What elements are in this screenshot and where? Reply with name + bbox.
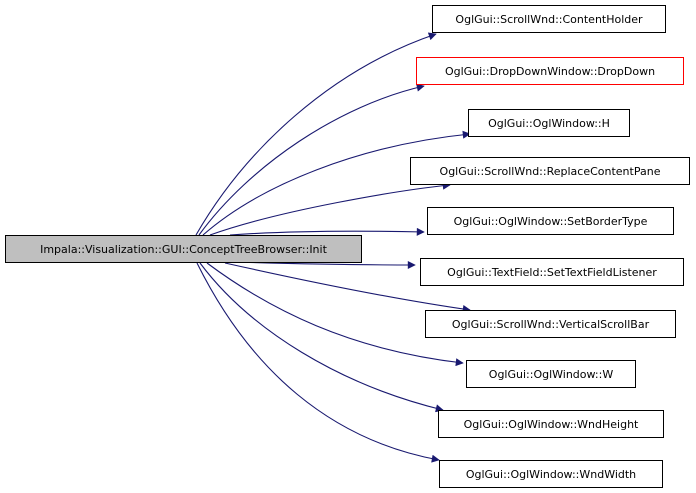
- call-edge-3: [209, 181, 451, 236]
- callee-label: OglGui::ScrollWnd::ContentHolder: [455, 12, 643, 26]
- callee-node-w[interactable]: OglGui::OglWindow::W: [466, 360, 636, 388]
- callee-label: OglGui::OglWindow::SetBorderType: [453, 214, 648, 228]
- call-edge-0: [195, 32, 437, 236]
- call-edge-4: [229, 227, 425, 236]
- callee-label: OglGui::TextField::SetTextFieldListener: [447, 265, 657, 279]
- call-edge-8: [199, 262, 444, 413]
- callee-node-wnd-height[interactable]: OglGui::OglWindow::WndHeight: [438, 410, 664, 438]
- call-edge-1: [198, 83, 425, 236]
- call-edge-2: [202, 130, 471, 236]
- callee-node-drop-down[interactable]: OglGui::DropDownWindow::DropDown: [416, 57, 684, 85]
- root-function-label: Impala::Visualization::GUI::ConceptTreeB…: [40, 242, 327, 256]
- callee-node-replace-content-pane[interactable]: OglGui::ScrollWnd::ReplaceContentPane: [410, 157, 690, 185]
- callee-label: OglGui::OglWindow::H: [488, 116, 610, 130]
- callee-node-set-text-field-listener[interactable]: OglGui::TextField::SetTextFieldListener: [420, 258, 684, 286]
- callee-node-set-border-type[interactable]: OglGui::OglWindow::SetBorderType: [427, 207, 674, 235]
- callee-label: OglGui::DropDownWindow::DropDown: [444, 64, 656, 78]
- callee-label: OglGui::OglWindow::WndWidth: [465, 467, 637, 481]
- call-edge-7: [206, 262, 464, 367]
- call-edge-6: [224, 262, 471, 313]
- callee-label: OglGui::OglWindow::WndHeight: [463, 417, 639, 431]
- call-edge-9: [196, 262, 440, 463]
- callee-label: OglGui::ScrollWnd::ReplaceContentPane: [439, 164, 661, 178]
- root-function-node: Impala::Visualization::GUI::ConceptTreeB…: [5, 235, 362, 263]
- callee-label: OglGui::ScrollWnd::VerticalScrollBar: [451, 317, 650, 331]
- callee-node-wnd-width[interactable]: OglGui::OglWindow::WndWidth: [439, 460, 663, 488]
- callee-label: OglGui::OglWindow::W: [488, 367, 614, 381]
- callee-node-vertical-scroll-bar[interactable]: OglGui::ScrollWnd::VerticalScrollBar: [425, 310, 676, 338]
- callee-node-content-holder[interactable]: OglGui::ScrollWnd::ContentHolder: [432, 5, 666, 33]
- callee-node-h[interactable]: OglGui::OglWindow::H: [468, 109, 630, 137]
